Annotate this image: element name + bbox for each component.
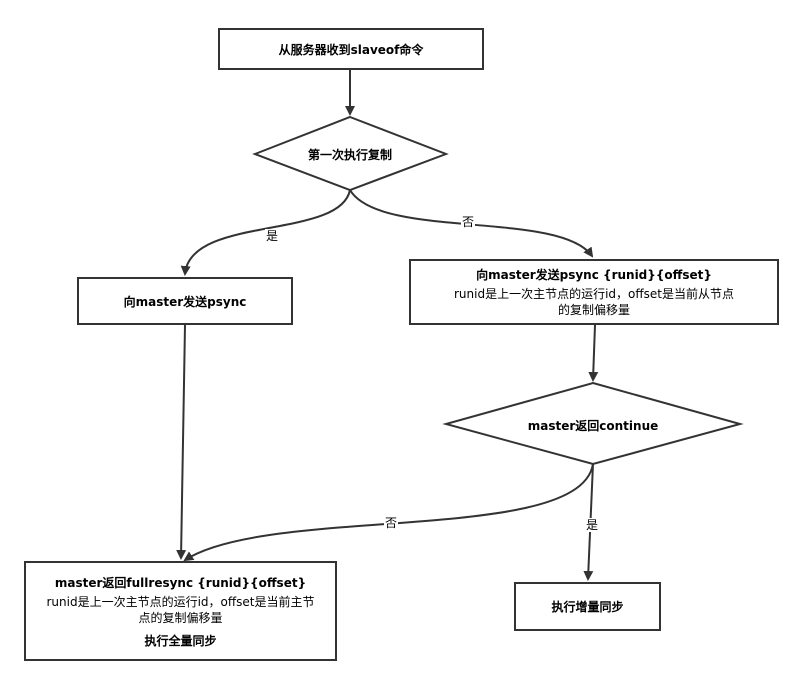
node-send-psync-label: 向master发送psync [123, 294, 247, 309]
node-fullresync-desc-1: runid是上一次主节点的运行id，offset是当前主节 [46, 594, 315, 609]
node-fullresync-desc-2: 点的复制偏移量 [138, 610, 223, 625]
decision-master-continue-label: master返回continue [527, 419, 659, 433]
node-fullresync-title: master返回fullresync {runid}{offset} [54, 575, 307, 590]
edge-label-first-yes: 是 [265, 229, 280, 243]
edge-psyncargs-to-continue [588, 324, 599, 382]
node-fullresync-action: 执行全量同步 [144, 633, 217, 648]
edge-label-continue-yes: 是 [585, 518, 600, 532]
edge-psync-to-fullresync [176, 324, 187, 560]
node-start: 从服务器收到slaveof命令 [218, 28, 484, 70]
node-fullresync: master返回fullresync {runid}{offset} runid… [24, 561, 337, 661]
node-send-psync-args-desc-1: runid是上一次主节点的运行id，offset是当前从节点 [454, 287, 734, 301]
edge-label-continue-no: 否 [384, 516, 399, 530]
node-partial-sync: 执行增量同步 [514, 582, 661, 631]
node-send-psync-args: 向master发送psync {runid}{offset} runid是上一次… [409, 259, 779, 325]
decision-first-copy-label: 第一次执行复制 [307, 148, 392, 162]
node-start-label: 从服务器收到slaveof命令 [278, 42, 424, 57]
edge-first-yes [180, 189, 351, 276]
node-send-psync-args-title: 向master发送psync {runid}{offset} [476, 268, 712, 282]
node-send-psync-args-desc-2: 的复制偏移量 [557, 303, 630, 317]
node-partial-sync-label: 执行增量同步 [551, 600, 624, 614]
edge-continue-no [183, 463, 594, 562]
edge-label-first-no: 否 [461, 215, 476, 229]
node-send-psync: 向master发送psync [77, 277, 293, 325]
